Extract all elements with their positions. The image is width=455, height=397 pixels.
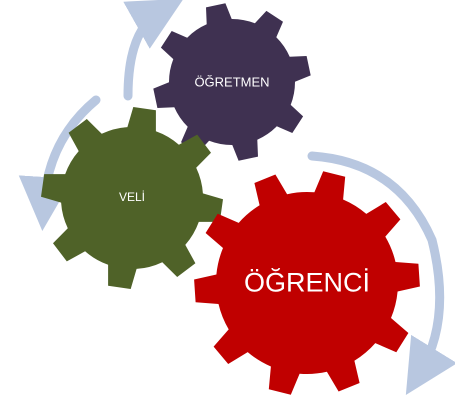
gear-ogretmen xyxy=(153,3,311,161)
cycle-arrow-top xyxy=(123,0,184,101)
cycle-arrow-right xyxy=(307,151,455,396)
gear-ogrenci xyxy=(194,171,420,395)
gear-label-ogretmen: ÖĞRETMEN xyxy=(194,74,270,90)
gear-veli xyxy=(41,107,223,289)
gear-label-veli: VELİ xyxy=(118,190,146,204)
gear-label-ogrenci: ÖĞRENCİ xyxy=(243,267,371,298)
